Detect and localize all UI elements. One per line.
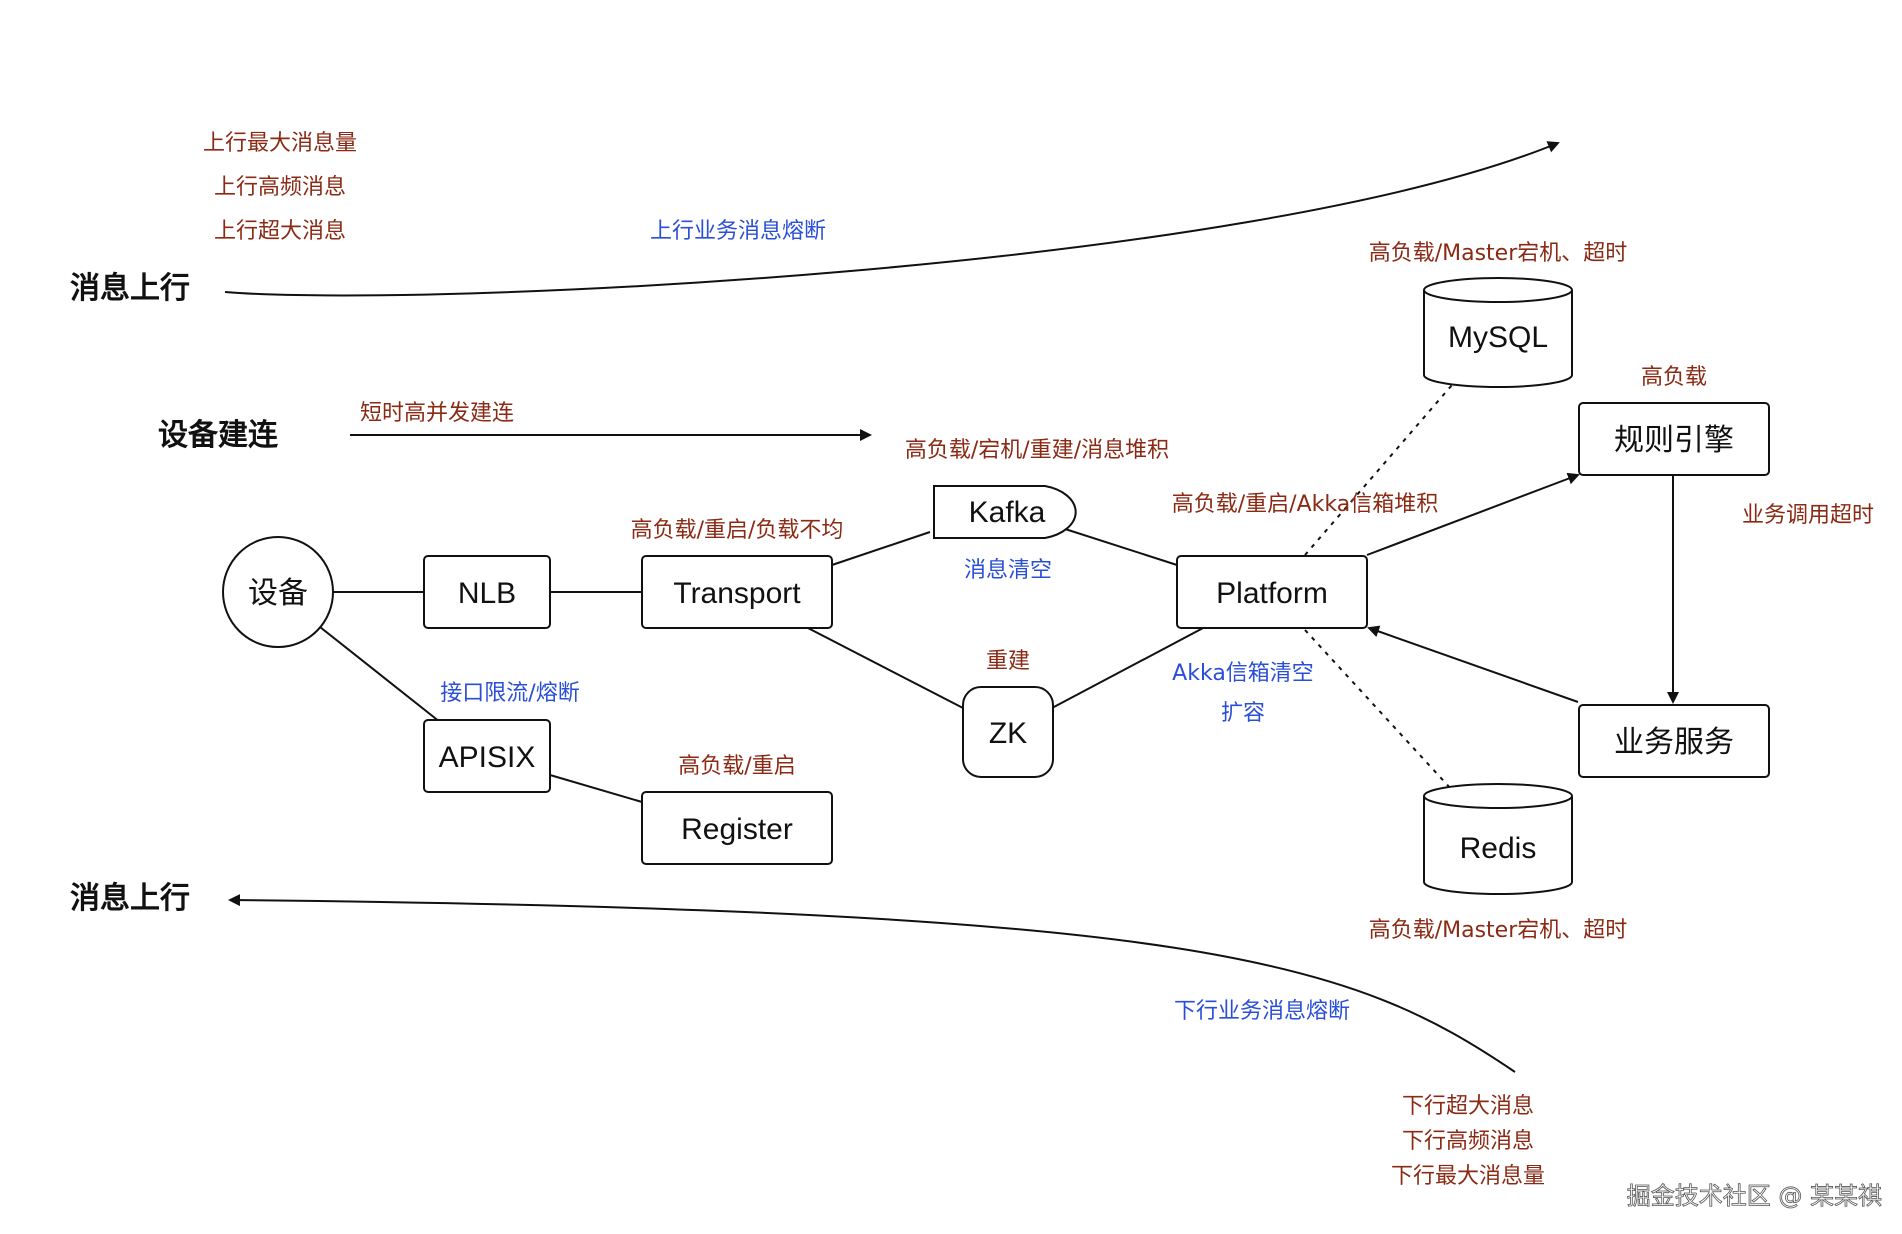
kafka-issue: 高负载/宕机/重建/消息堆积 — [905, 438, 1169, 463]
edge-apisix-register — [549, 774, 643, 803]
platform-node: Platform — [1176, 555, 1368, 629]
edge-platform-redis — [1304, 629, 1453, 791]
edge-biz-platform — [1367, 625, 1579, 703]
register-issue: 高负载/重启 — [678, 754, 795, 779]
uplink-title-top: 消息上行 — [70, 271, 190, 306]
uplink-note-3: 上行超大消息 — [214, 219, 346, 244]
akka-mitigation: Akka信箱清空 — [1172, 661, 1314, 686]
rule-engine-issue: 高负载 — [1641, 365, 1707, 390]
apisix-node: APISIX — [423, 719, 551, 793]
redis-issue: 高负载/Master宕机、超时 — [1369, 918, 1628, 943]
device-node: 设备 — [222, 536, 334, 648]
kafka-node: Kafka — [933, 485, 1077, 539]
downlink-note-2: 下行高频消息 — [1402, 1129, 1534, 1154]
zk-issue: 重建 — [986, 649, 1030, 674]
uplink-note-1: 上行最大消息量 — [203, 131, 357, 156]
zk-node: ZK — [962, 686, 1054, 778]
mysql-node: MySQL — [1423, 277, 1573, 388]
rule-engine-label: 规则引擎 — [1614, 424, 1734, 457]
downlink-breaker: 下行业务消息熔断 — [1174, 999, 1350, 1024]
kafka-mitigation: 消息清空 — [964, 558, 1052, 583]
transport-node: Transport — [641, 555, 833, 629]
transport-issue: 高负载/重启/负载不均 — [631, 518, 844, 543]
mysql-label: MySQL — [1448, 321, 1548, 354]
watermark: 掘金技术社区 @ 某某祺 — [1627, 1182, 1882, 1210]
biz-call-issue: 业务调用超时 — [1742, 503, 1874, 528]
uplink-breaker: 上行业务消息熔断 — [650, 219, 826, 244]
rule-engine-node: 规则引擎 — [1578, 402, 1770, 476]
downlink-note-1: 下行超大消息 — [1402, 1094, 1534, 1119]
nlb-node: NLB — [423, 555, 551, 629]
edge-platform-mysql — [1304, 384, 1453, 556]
downlink-arrow — [228, 894, 1516, 1073]
uplink-title-bottom: 消息上行 — [70, 881, 190, 916]
downlink-note-3: 下行最大消息量 — [1391, 1164, 1545, 1189]
edge-zk-platform — [1051, 626, 1206, 709]
device-label: 设备 — [248, 577, 308, 610]
edge-kafka-platform — [1061, 527, 1178, 566]
edge-transport-zk — [805, 626, 964, 709]
biz-service-label: 业务服务 — [1614, 726, 1734, 759]
device-connect-title: 设备建连 — [158, 418, 279, 453]
platform-issue: 高负载/重启/Akka信箱堆积 — [1172, 492, 1438, 517]
uplink-note-2: 上行高频消息 — [214, 175, 346, 200]
redis-label: Redis — [1460, 832, 1537, 865]
nlb-label: NLB — [458, 577, 516, 610]
platform-label: Platform — [1216, 577, 1328, 610]
apisix-mitigation: 接口限流/熔断 — [440, 681, 579, 706]
edge-device-apisix — [319, 626, 441, 723]
uplink-arrow — [224, 141, 1560, 297]
register-node: Register — [641, 791, 833, 865]
apisix-label: APISIX — [439, 741, 536, 774]
scale-mitigation: 扩容 — [1221, 701, 1265, 726]
register-label: Register — [681, 813, 793, 846]
connect-note: 短时高并发建连 — [360, 401, 514, 426]
redis-node: Redis — [1423, 783, 1573, 895]
biz-service-node: 业务服务 — [1578, 704, 1770, 778]
edge-platform-rule-engine — [1366, 472, 1580, 556]
transport-label: Transport — [673, 577, 801, 610]
kafka-label: Kafka — [969, 496, 1046, 529]
mysql-issue: 高负载/Master宕机、超时 — [1369, 241, 1628, 266]
edge-transport-kafka — [831, 531, 931, 566]
zk-label: ZK — [989, 717, 1027, 750]
